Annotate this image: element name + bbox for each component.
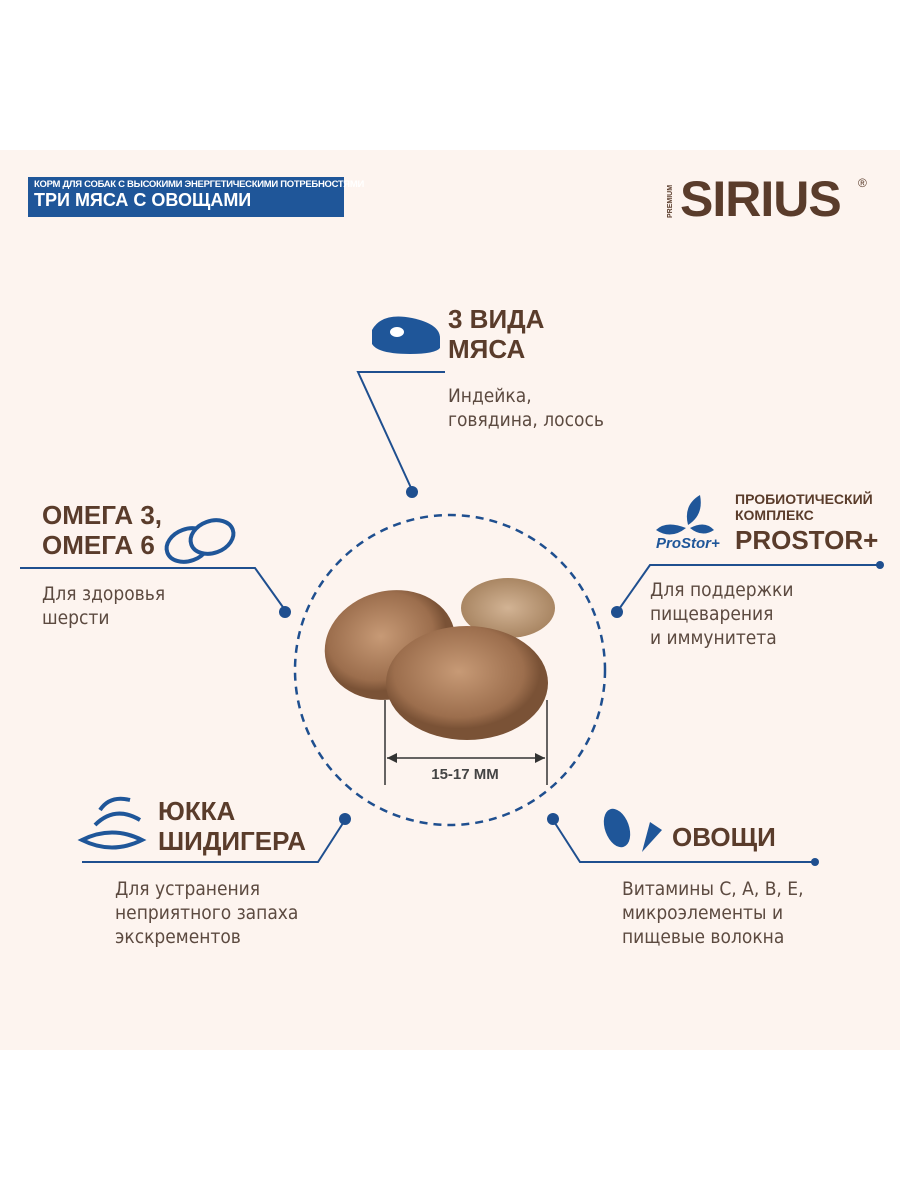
prostor-leaf-icon <box>656 495 714 535</box>
meat-icon <box>372 316 440 354</box>
veg-title: ОВОЩИ <box>672 822 776 852</box>
meat-text: Индейка,говядина, лосось <box>448 385 604 431</box>
banner-subtitle: КОРМ ДЛЯ СОБАК С ВЫСОКИМИ ЭНЕРГЕТИЧЕСКИМ… <box>34 179 364 190</box>
prostor-title: PROSTOR+ <box>735 525 879 555</box>
kibble-front <box>386 626 548 740</box>
brand-logo: SIRIUS <box>680 171 842 227</box>
yucca-leaf-icon <box>77 796 147 850</box>
omega-capsule-icon <box>164 518 236 564</box>
omega-title: ОМЕГА 3,ОМЕГА 6 <box>42 500 163 560</box>
banner-title: ТРИ МЯСА С ОВОЩАМИ <box>34 190 252 210</box>
background <box>0 150 900 1050</box>
logo-registered: ® <box>858 176 867 190</box>
kibble-size-label: 15-17 ММ <box>431 766 499 783</box>
product-banner: КОРМ ДЛЯ СОБАК С ВЫСОКИМИ ЭНЕРГЕТИЧЕСКИМ… <box>28 177 364 217</box>
prostor-logo: ProStor+ <box>656 535 720 552</box>
kibble-back <box>461 578 555 638</box>
vegetables-icon <box>603 800 668 852</box>
